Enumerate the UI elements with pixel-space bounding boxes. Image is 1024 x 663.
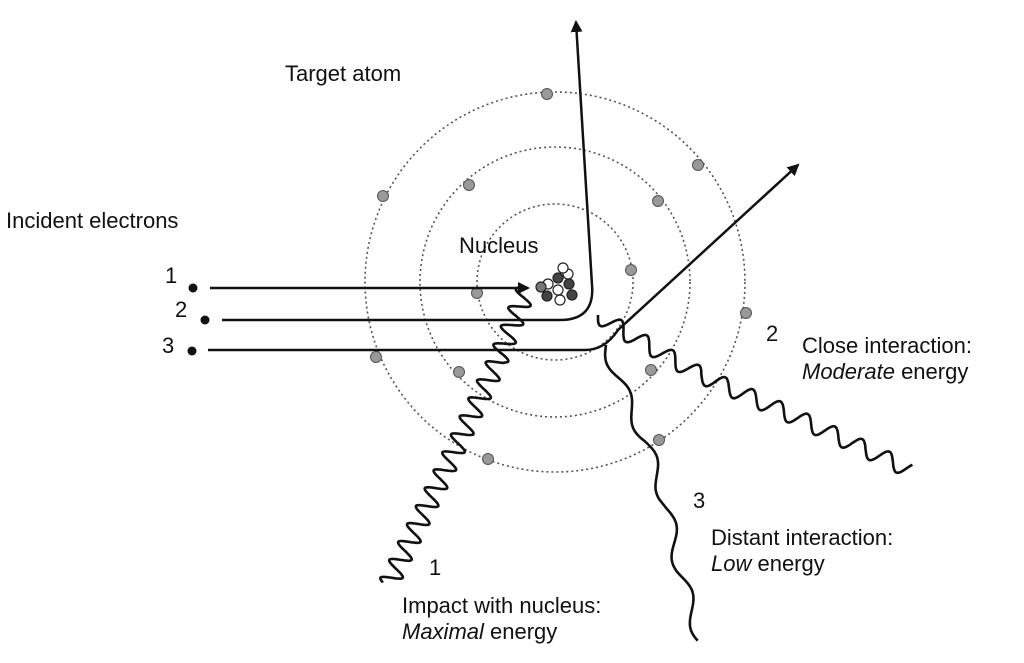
shell-inner: [476, 203, 634, 361]
electron-shells: [364, 91, 746, 473]
nucleon: [541, 290, 553, 302]
distant-emphasis: Low: [711, 551, 752, 576]
electron-number-2: 2: [175, 297, 188, 322]
wave-number-1: 1: [429, 555, 442, 580]
incident-electron-1-dot: [188, 283, 198, 293]
electron-number-1: 1: [165, 263, 178, 288]
orbital-electron: [463, 179, 475, 191]
nucleon: [552, 272, 564, 284]
target-atom-label: Target atom: [285, 61, 402, 86]
nucleon: [566, 289, 578, 301]
incident-electron-3-dot: [187, 346, 197, 356]
nucleon: [554, 294, 566, 306]
close-line1: Close interaction:: [802, 333, 972, 358]
impact-line2: Maximal energy: [402, 619, 601, 645]
orbital-electron: [740, 307, 752, 319]
wave-number-3: 3: [693, 488, 706, 513]
orbital-electron: [625, 264, 637, 276]
close-description: Close interaction: Moderate energy: [802, 333, 972, 385]
orbital-electron: [653, 434, 665, 446]
shell-middle: [419, 146, 691, 418]
orbital-electron: [692, 159, 704, 171]
nucleon: [552, 284, 564, 296]
photon-waves: [379, 286, 914, 642]
distant-line1: Distant interaction:: [711, 525, 894, 550]
orbital-electron: [370, 351, 382, 363]
nucleus-cluster: [535, 262, 578, 306]
incident-electrons-label: Incident electrons: [6, 208, 179, 233]
close-energy: energy: [894, 359, 969, 384]
electron-path-3: [208, 163, 800, 352]
nucleon: [563, 278, 575, 290]
electron-number-3: 3: [162, 333, 175, 358]
orbital-electron: [645, 364, 657, 376]
distant-description: Distant interaction: Low energy: [711, 525, 893, 577]
orbital-electron: [377, 190, 389, 202]
incident-electron-2-dot: [200, 315, 210, 325]
impact-emphasis: Maximal: [402, 619, 484, 644]
nucleus-label: Nucleus: [459, 233, 539, 258]
nucleon: [557, 262, 569, 274]
impact-line1: Impact with nucleus:: [402, 593, 602, 618]
shell-outer: [364, 91, 746, 473]
close-line2: Moderate energy: [802, 359, 972, 385]
electron-path-2: [222, 20, 594, 322]
distant-line2: Low energy: [711, 551, 893, 577]
photon-wave-1: [379, 286, 532, 584]
incident-dots: [187, 283, 210, 356]
orbital-electron: [541, 88, 553, 100]
wave-number-2: 2: [766, 321, 779, 346]
photon-wave-3: [603, 344, 699, 642]
distant-energy: energy: [751, 551, 825, 576]
electron-paths: [208, 20, 800, 352]
close-emphasis: Moderate: [802, 359, 895, 384]
impact-description: Impact with nucleus: Maximal energy: [402, 593, 601, 645]
orbital-electron: [453, 366, 465, 378]
orbital-electron: [652, 195, 664, 207]
nucleon: [535, 281, 547, 293]
impact-energy: energy: [483, 619, 558, 644]
orbital-electron: [482, 453, 494, 465]
photon-wave-2: [596, 315, 914, 475]
